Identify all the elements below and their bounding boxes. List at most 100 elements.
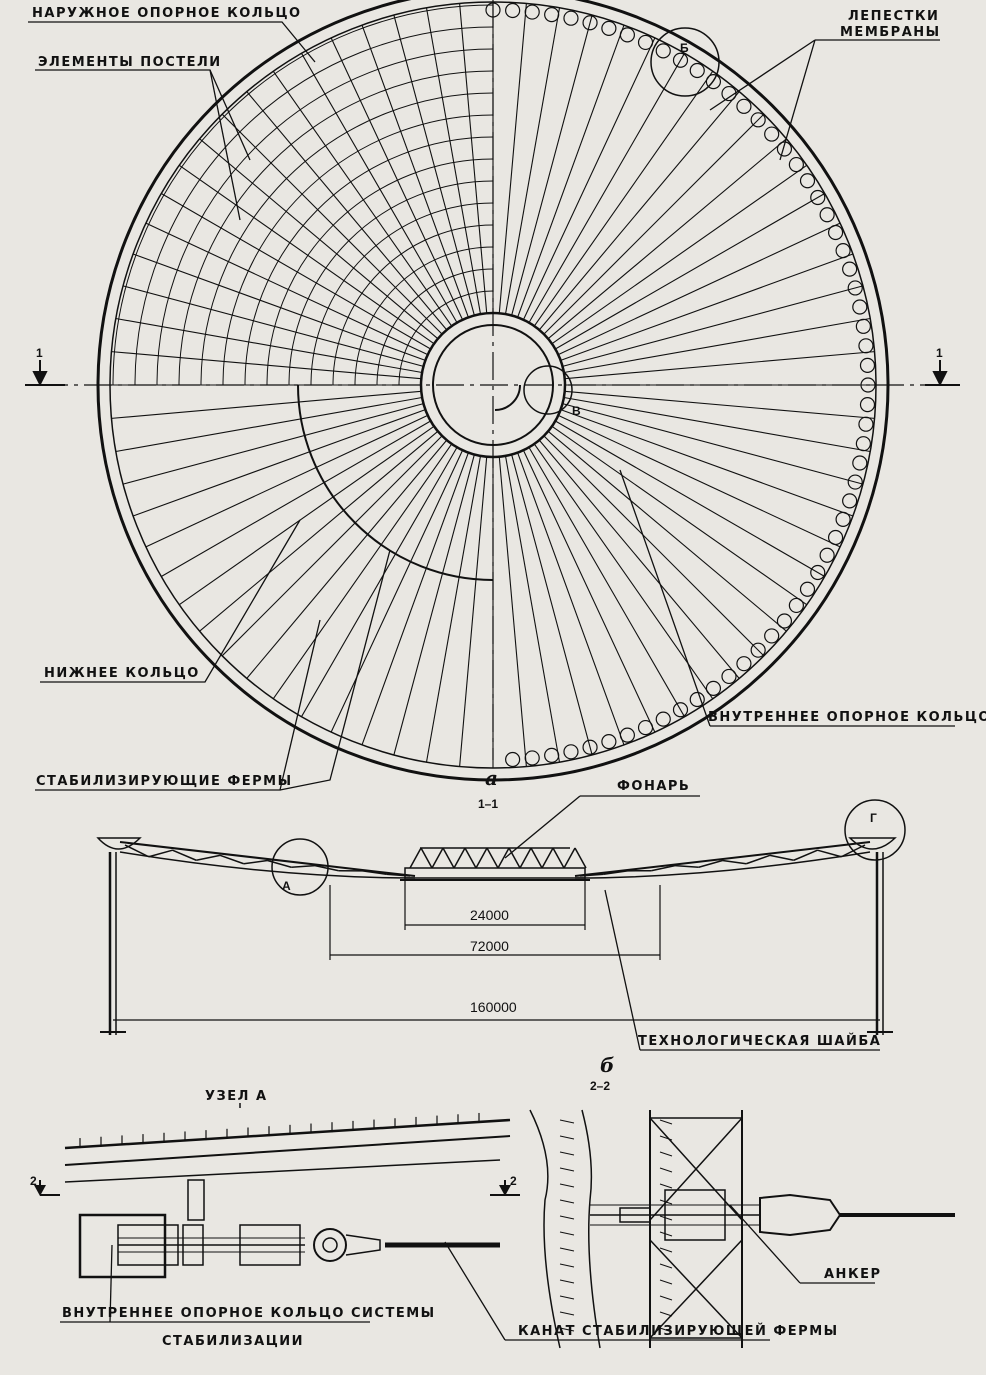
- radial-line: [511, 454, 593, 756]
- lantern-diagonal: [453, 847, 466, 869]
- hatch-tick: [559, 1231, 575, 1236]
- bed-element-arc: [112, 4, 494, 386]
- radial-line: [522, 450, 656, 733]
- hatch-tick: [559, 1327, 575, 1332]
- label-inner-ring-system-1: ВНУТРЕННЕЕ ОПОРНОЕ КОЛЬЦО СИСТЕМЫ: [62, 1306, 436, 1321]
- radial-line: [558, 222, 841, 356]
- hatch-tick: [659, 1183, 673, 1189]
- marker-sec22-title: 2–2: [590, 1079, 610, 1093]
- radial-line: [301, 53, 458, 323]
- truss-diagonal: [243, 859, 268, 865]
- radial-line: [564, 390, 875, 419]
- radial-line: [547, 430, 787, 632]
- radial-line: [111, 351, 422, 380]
- radial-line: [361, 452, 469, 746]
- petal: [799, 173, 816, 189]
- bed-element-arc: [222, 114, 494, 386]
- lantern-diagonal: [530, 847, 543, 869]
- radial-line: [562, 403, 864, 485]
- petal: [859, 357, 876, 373]
- petal: [505, 751, 521, 768]
- label-bed-elements: ЭЛЕМЕНТЫ ПОСТЕЛИ: [38, 55, 222, 70]
- petal: [655, 711, 671, 727]
- marker-sec11-right: 1: [936, 346, 943, 360]
- petal: [485, 2, 501, 18]
- truss-diagonal: [674, 864, 699, 868]
- marker-sec22-left: 2: [30, 1174, 37, 1188]
- hatch-tick: [659, 1263, 673, 1269]
- petal: [619, 27, 635, 43]
- label-stabilizing-trusses: СТАБИЛИЗИРУЮЩИЕ ФЕРМЫ: [36, 774, 293, 789]
- petal: [852, 455, 868, 471]
- node-a-detail: [34, 1103, 520, 1279]
- hatch-tick: [559, 1247, 575, 1252]
- radial-line: [533, 443, 714, 700]
- hatch-tick: [659, 1311, 673, 1317]
- truss-diagonal: [124, 844, 150, 858]
- marker-node-g: Г: [870, 811, 877, 825]
- radial-line: [555, 193, 825, 350]
- section-1-1: [96, 799, 906, 1035]
- radial-line: [330, 450, 464, 733]
- radial-line: [425, 7, 482, 315]
- lantern-diagonal: [541, 847, 554, 869]
- radial-line: [122, 403, 424, 485]
- radial-line: [221, 113, 443, 335]
- petal: [852, 299, 868, 315]
- radial-line: [132, 253, 426, 361]
- bed-element-arc: [178, 70, 494, 386]
- radial-line: [560, 253, 854, 361]
- marker-b-top: Б: [680, 41, 689, 55]
- truss-diagonal: [722, 859, 747, 865]
- lantern-diagonal: [552, 847, 565, 869]
- stabilizing-truss-right: [579, 844, 866, 877]
- truss-diagonal: [172, 849, 197, 861]
- hatch-tick: [559, 1295, 575, 1300]
- hatch-tick: [659, 1247, 673, 1253]
- lantern-diagonal: [574, 847, 587, 869]
- petal: [672, 702, 689, 718]
- radial-line: [560, 409, 854, 517]
- radial-line: [393, 14, 475, 316]
- petal: [721, 85, 737, 102]
- hatch-tick: [659, 1295, 673, 1301]
- radial-line: [221, 435, 443, 657]
- hatch-tick: [659, 1279, 673, 1285]
- truss-diagonal: [603, 870, 628, 875]
- lantern-diagonal: [420, 847, 433, 869]
- radial-line: [528, 53, 685, 323]
- callout-circle-b: [650, 27, 720, 97]
- label-membrane-petals-2: МЕМБРАНЫ: [840, 25, 941, 40]
- radial-line: [361, 24, 469, 318]
- inner-ring-block: [78, 1213, 167, 1279]
- turnbuckle-eye: [313, 1228, 347, 1262]
- petal: [736, 98, 752, 114]
- dimension-160000: 160000: [470, 999, 517, 1015]
- lantern-diagonal: [486, 847, 499, 869]
- radial-line: [563, 396, 871, 453]
- hatch-tick: [559, 1311, 575, 1316]
- plan-radial-lines: [110, 2, 876, 768]
- radial-line: [551, 164, 808, 345]
- truss-diagonal: [793, 849, 818, 861]
- truss-diagonal: [651, 864, 676, 872]
- dimension-24000: 24000: [470, 907, 509, 923]
- truss-diagonal: [579, 873, 604, 877]
- bed-element-arc: [156, 48, 494, 386]
- petal: [858, 416, 874, 432]
- petal: [689, 62, 705, 79]
- radial-line: [178, 164, 435, 345]
- hatch-tick: [559, 1199, 575, 1204]
- radial-line: [563, 317, 871, 374]
- bed-element-arc: [266, 158, 494, 386]
- truss-diagonal: [745, 854, 771, 865]
- bed-element-arc: [310, 202, 494, 386]
- hatch-tick: [659, 1231, 673, 1237]
- leader-lines: [28, 21, 955, 1341]
- hatch-tick: [559, 1135, 575, 1140]
- radial-line: [145, 222, 428, 356]
- petal: [860, 377, 876, 393]
- lantern-diagonal: [464, 847, 477, 869]
- hatch-tick: [559, 1183, 575, 1188]
